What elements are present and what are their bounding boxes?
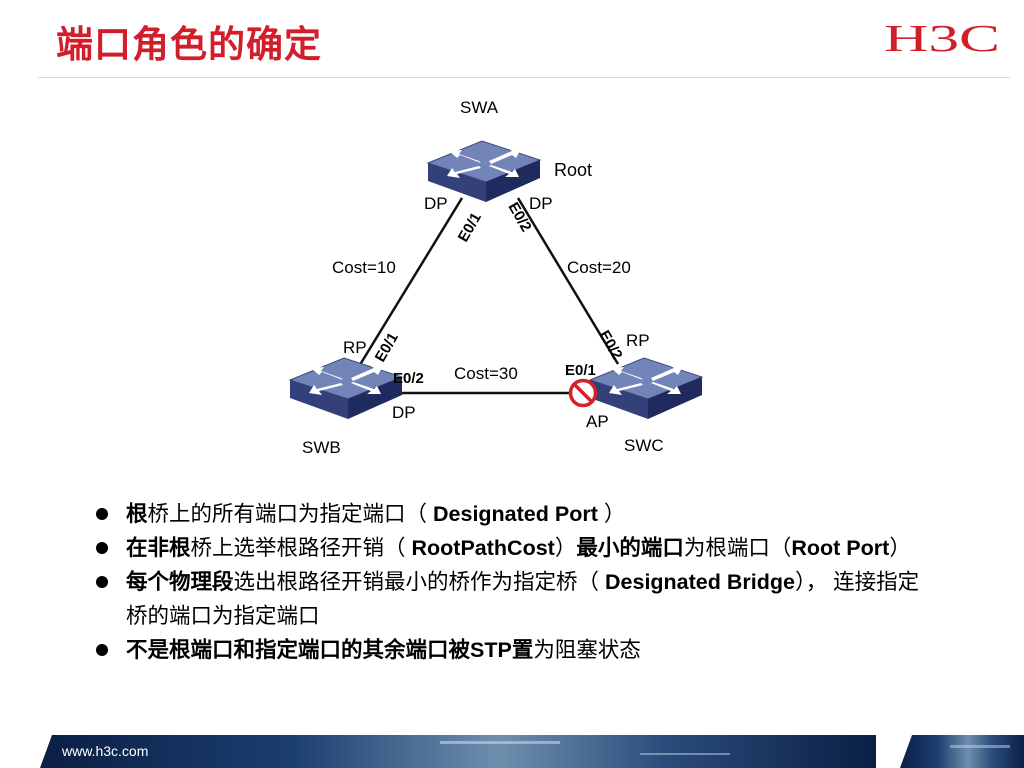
port-swc-e02: E0/2 [596,328,626,363]
role-swc-up: RP [626,331,650,350]
cost-a-b: Cost=10 [332,258,396,277]
role-swb-right: DP [392,403,416,422]
footer-banner [40,735,1024,768]
port-swa-e01: E0/1 [455,210,485,245]
switch-name-swb: SWB [302,438,341,457]
title-divider [38,77,1010,78]
cost-a-c: Cost=20 [567,258,631,277]
footer-url[interactable]: www.h3c.com [62,743,149,759]
link-a-c [516,197,620,365]
bullet-root-port: 在非根桥上选举根路径开销（ RootPathCost）最小的端口为根端口（Roo… [96,531,936,565]
port-swb-e01: E0/1 [372,330,402,365]
port-swc-e01: E0/1 [565,362,596,379]
root-label: Root [554,160,592,180]
switch-icon-swb [289,357,403,420]
role-swa-right: DP [529,194,553,213]
switch-name-swa: SWA [460,98,499,117]
switch-icon-swc [589,357,703,420]
logo-text: H3C [884,22,1000,54]
switch-icon-swa [427,140,541,203]
network-diagram: SWA Root SWB SWC DP DP RP DP RP AP Cost=… [289,98,703,457]
role-swb-up: RP [343,338,367,357]
role-swa-left: DP [424,194,448,213]
cost-b-c: Cost=30 [454,364,518,383]
switch-name-swc: SWC [624,436,664,455]
blocked-port-icon [568,378,598,408]
bullet-designated-bridge: 每个物理段选出根路径开销最小的桥作为指定桥（ Designated Bridge… [96,565,936,633]
bullet-root-bridge: 根桥上的所有端口为指定端口（ Designated Port ） [96,497,936,531]
port-swb-e02: E0/2 [393,370,424,387]
bullet-blocked-ports: 不是根端口和指定端口的其余端口被STP置为阻塞状态 [96,633,936,667]
h3c-logo: H3C [884,22,1000,54]
link-a-b [356,197,464,369]
slide-title: 端口角色的确定 [56,23,322,66]
role-swc-left: AP [586,412,609,431]
bullet-list: 根桥上的所有端口为指定端口（ Designated Port ） 在非根桥上选举… [96,497,936,667]
